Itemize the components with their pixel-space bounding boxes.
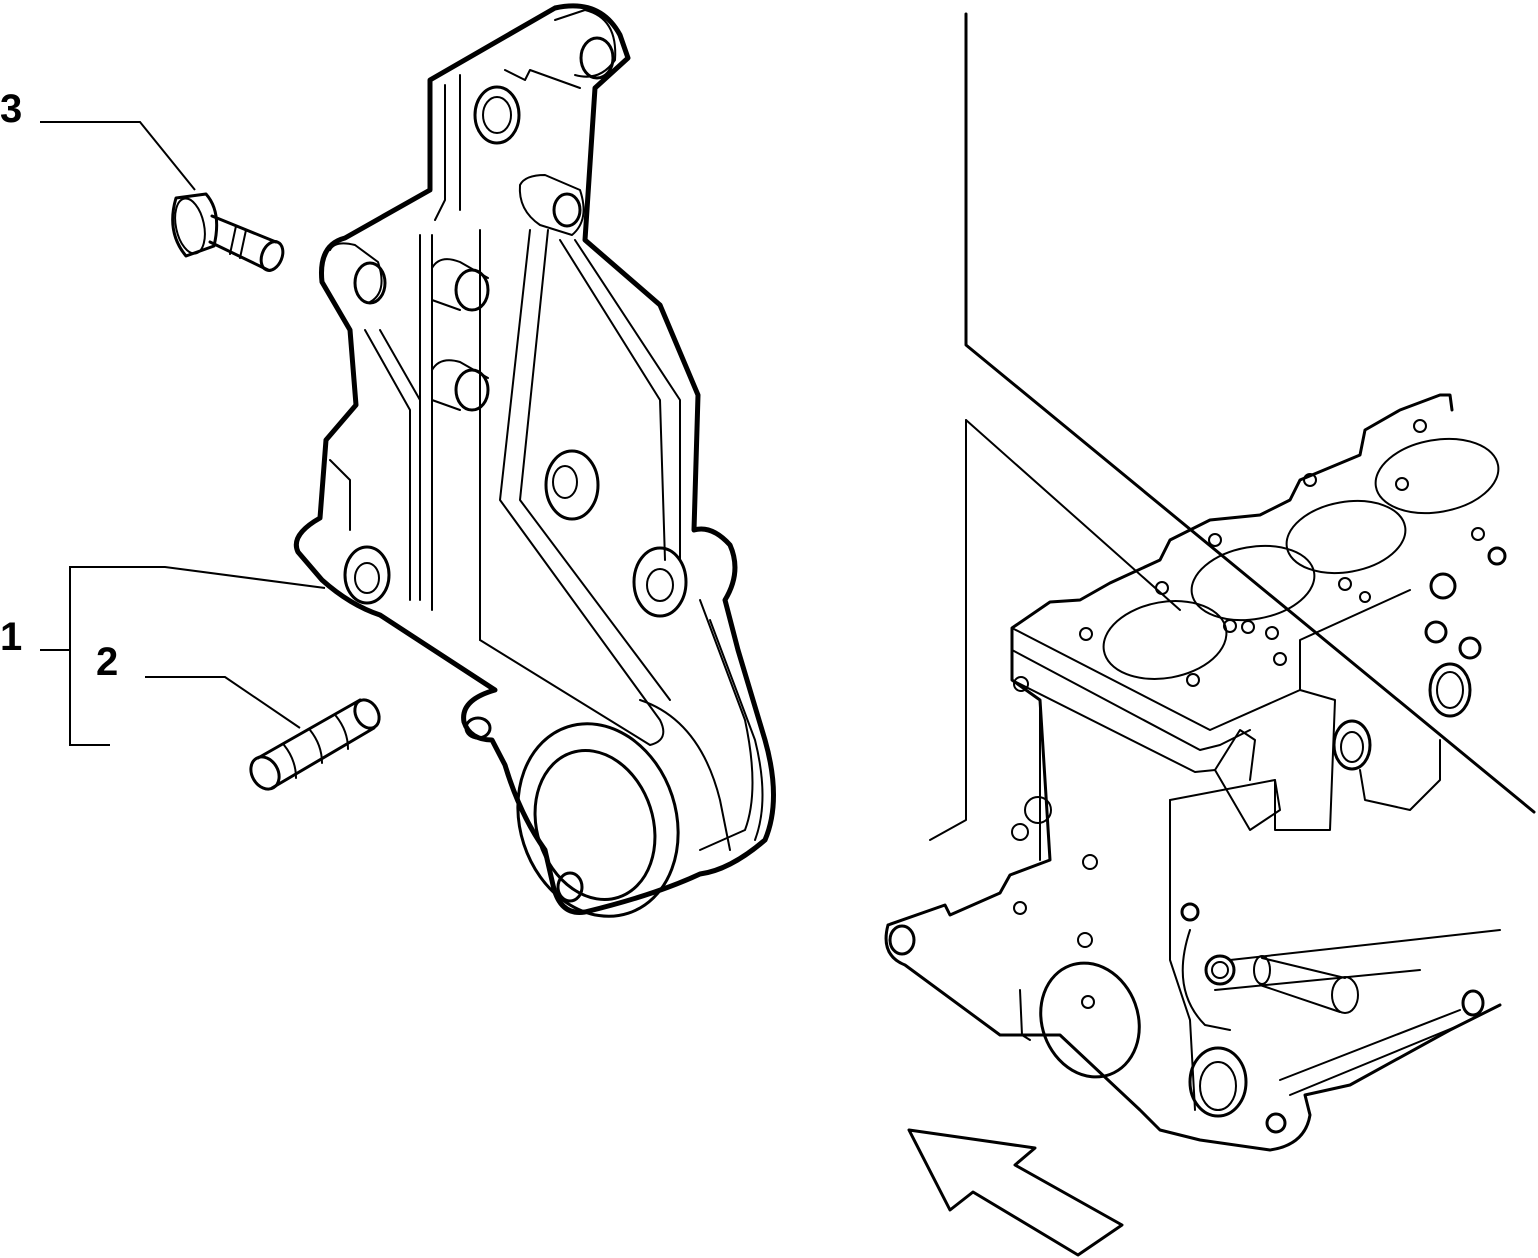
leader-line-2 bbox=[145, 676, 301, 729]
dowel-pin-part bbox=[249, 698, 381, 791]
leader-line-3 bbox=[40, 121, 196, 191]
bolt-part bbox=[171, 192, 285, 272]
leader-line-1 bbox=[40, 566, 326, 746]
view-direction-arrow bbox=[907, 1128, 1124, 1257]
callout-label-2: 2 bbox=[96, 640, 118, 684]
engine-block-reference bbox=[884, 12, 1536, 1152]
callout-label-1: 1 bbox=[0, 615, 22, 659]
callout-label-3: 3 bbox=[0, 87, 22, 131]
timing-cover-part bbox=[293, 3, 776, 918]
